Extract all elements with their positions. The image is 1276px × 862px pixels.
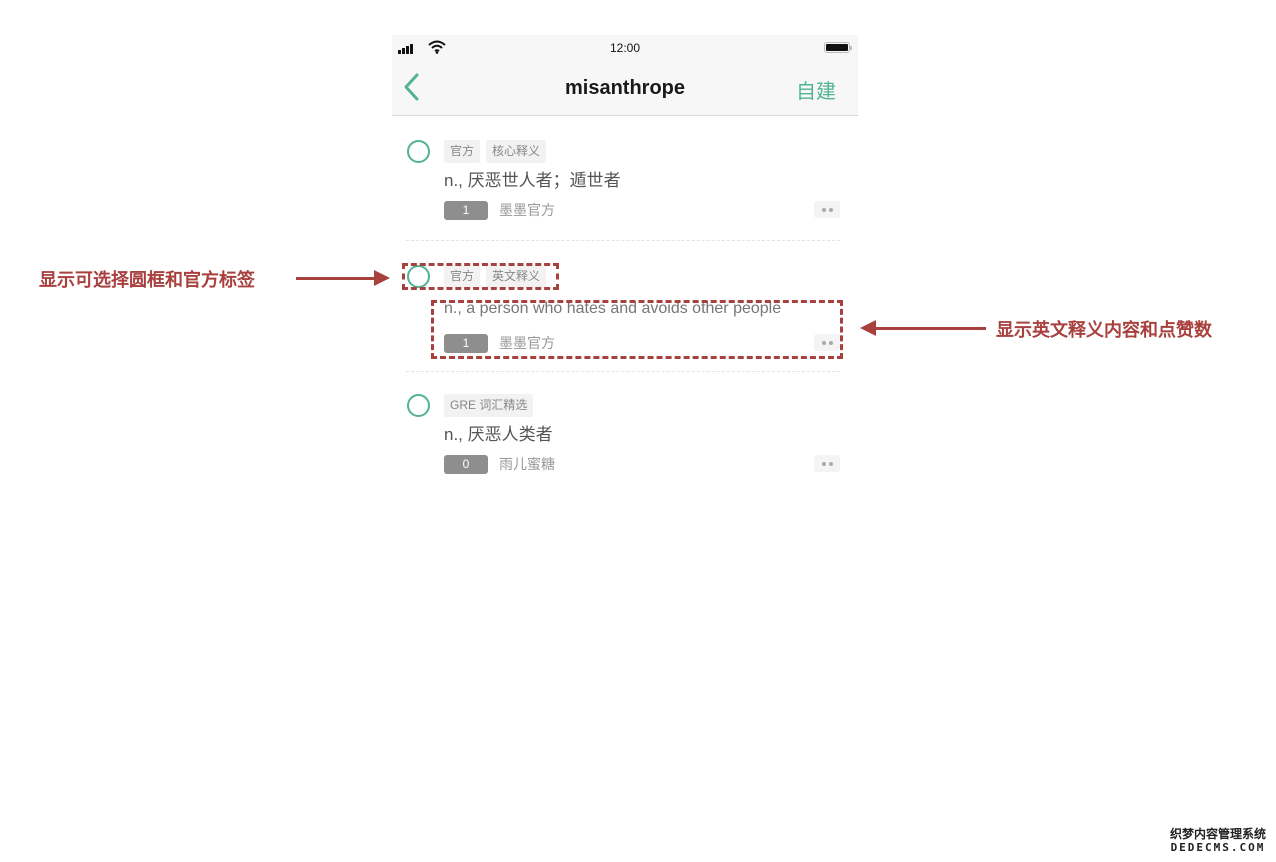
- definition-meta: 1 墨墨官方: [444, 200, 840, 220]
- likes-count-badge[interactable]: 0: [444, 454, 488, 474]
- highlight-box-english-definition: [431, 300, 843, 359]
- author-name: 墨墨官方: [499, 202, 555, 218]
- select-radio[interactable]: [407, 140, 430, 163]
- likes-count-badge[interactable]: 1: [444, 333, 488, 353]
- select-radio[interactable]: [407, 394, 430, 417]
- status-time: 12:00: [609, 41, 641, 55]
- navigation-bar: misanthrope 自建: [392, 60, 858, 116]
- definition-text: n., 厌恶世人者；遁世者: [444, 171, 621, 190]
- battery-full-icon: [824, 42, 852, 53]
- tag-english-definition: 英文释义: [486, 265, 547, 288]
- tag-group: GRE 词汇精选: [444, 394, 840, 417]
- dashed-divider: [406, 371, 840, 372]
- annotation-right: 显示英文释义内容和点赞数: [996, 320, 1212, 340]
- definition-text: n., 厌恶人类者: [444, 425, 553, 444]
- arrow-right-icon: [296, 270, 390, 286]
- dashed-divider: [406, 240, 840, 241]
- highlight-box-radio-tags: [402, 263, 559, 290]
- author-name: 墨墨官方: [499, 335, 555, 351]
- tag-gre-vocabulary: GRE 词汇精选: [444, 394, 534, 417]
- definition-list: 官方 核心释义 n., 厌恶世人者；遁世者 1 墨墨官方 官方 英文释义 n.,…: [392, 116, 858, 474]
- tag-group: 官方 核心释义: [444, 140, 840, 163]
- more-options-icon[interactable]: [814, 334, 840, 351]
- more-options-icon[interactable]: [814, 201, 840, 218]
- wifi-icon: [428, 40, 446, 54]
- status-bar: 12:00: [392, 35, 858, 60]
- back-chevron-icon[interactable]: [400, 72, 424, 102]
- more-options-icon[interactable]: [814, 455, 840, 472]
- likes-count-badge[interactable]: 1: [444, 200, 488, 220]
- definition-meta: 1 墨墨官方: [444, 333, 840, 353]
- author-name: 雨儿蜜糖: [499, 456, 555, 472]
- definition-item: 官方 核心释义 n., 厌恶世人者；遁世者 1 墨墨官方: [406, 116, 840, 241]
- phone-screen: 12:00 misanthrope 自建 官方 核心释义 n., 厌恶世人者；遁…: [392, 35, 858, 474]
- watermark: 织梦内容管理系统 DEDECMS.COM: [1169, 827, 1266, 855]
- page-title: misanthrope: [564, 77, 686, 99]
- definition-item: 官方 英文释义 n., a person who hates and avoid…: [406, 241, 840, 372]
- tag-core-definition: 核心释义: [486, 140, 547, 163]
- tag-official: 官方: [444, 265, 481, 288]
- definition-item: GRE 词汇精选 n., 厌恶人类者 0 雨儿蜜糖: [406, 372, 840, 474]
- arrow-left-icon: [860, 320, 986, 336]
- watermark-line2: DEDECMS.COM: [1170, 841, 1266, 854]
- create-button[interactable]: 自建: [796, 81, 836, 103]
- annotation-left: 显示可选择圆框和官方标签: [39, 270, 255, 290]
- cellular-signal-icon: [398, 44, 413, 54]
- definition-meta: 0 雨儿蜜糖: [444, 454, 840, 474]
- tag-official: 官方: [444, 140, 481, 163]
- definition-text: n., a person who hates and avoids other …: [444, 300, 782, 317]
- tag-group: 官方 英文释义: [444, 265, 840, 288]
- watermark-line1: 织梦内容管理系统: [1169, 827, 1266, 841]
